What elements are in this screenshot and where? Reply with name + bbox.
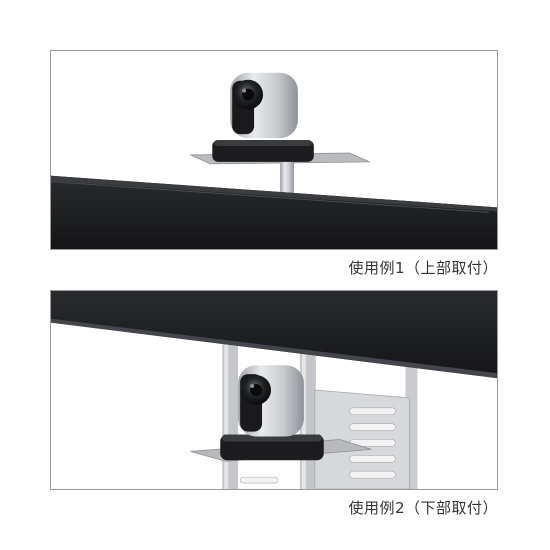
- mount-pole: [279, 161, 294, 202]
- photo-top-mount: [50, 50, 498, 250]
- bottom-mount-illustration: [51, 291, 497, 489]
- monitor: [51, 291, 497, 379]
- top-mount-illustration: [51, 72, 497, 249]
- caption-example-1: 使用例1（上部取付）: [348, 259, 498, 277]
- caption-example-2: 使用例2（下部取付）: [348, 499, 498, 517]
- monitor: [51, 175, 497, 249]
- photo-bottom-mount: [50, 290, 498, 490]
